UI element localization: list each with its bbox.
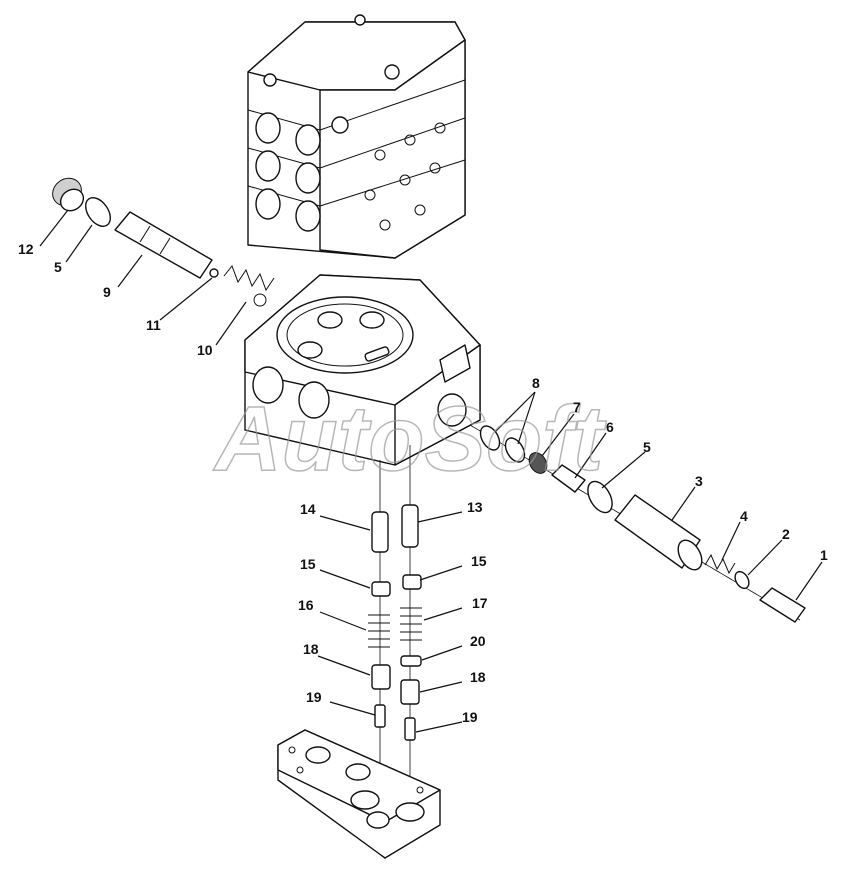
right-relief-assembly	[469, 424, 806, 623]
callout-3: 3	[695, 473, 703, 489]
callout-19-left: 19	[306, 689, 322, 705]
callout-10: 10	[197, 342, 213, 358]
callout-7: 7	[573, 399, 581, 415]
part-13-poppet	[401, 504, 419, 548]
callout-15-right: 15	[471, 553, 487, 569]
callout-16: 16	[298, 597, 314, 613]
part-18-sleeve-right	[400, 679, 420, 705]
callout-5-right: 5	[643, 439, 651, 455]
part-7-backup-ring	[528, 452, 548, 474]
part-11-ring	[209, 268, 219, 278]
part-18-sleeve-left	[371, 664, 391, 690]
callout-18-left: 18	[303, 641, 319, 657]
part-8-o-ring-a	[479, 425, 501, 451]
valve-stack-upper	[247, 14, 466, 259]
callout-20: 20	[470, 633, 486, 649]
callout-8: 8	[532, 375, 540, 391]
base-plate	[277, 729, 441, 859]
part-10-spring	[223, 265, 275, 292]
part-20-washer	[400, 655, 422, 667]
callout-12: 12	[18, 241, 34, 257]
part-15-seat-left	[371, 581, 391, 597]
part-5-o-ring-left	[84, 196, 112, 228]
callout-4: 4	[740, 508, 748, 524]
part-1-plug-right	[759, 587, 806, 623]
callout-2: 2	[782, 526, 790, 542]
callout-18-right: 18	[470, 669, 486, 685]
part-19-pin-left	[374, 704, 386, 728]
part-16-spring	[368, 614, 390, 648]
callout-9: 9	[103, 284, 111, 300]
valve-body-main	[244, 274, 481, 466]
watermark-text: AutoSoft	[213, 388, 607, 490]
part-17-spring	[400, 607, 422, 641]
callout-1: 1	[820, 547, 828, 563]
callout-11: 11	[146, 317, 161, 333]
callout-labels: 12 5 9 11 10 8 7 6 5 3 4 2 1 14 13 15 15…	[18, 241, 828, 725]
part-9-spool	[114, 211, 213, 279]
part-6-poppet	[551, 464, 586, 493]
part-8-o-ring-b	[504, 437, 526, 463]
callout-14: 14	[300, 501, 316, 517]
callout-17: 17	[472, 595, 488, 611]
callout-5-left: 5	[54, 259, 62, 275]
callout-19-right: 19	[462, 709, 478, 725]
part-4-spring	[704, 553, 736, 575]
leader-lines	[39, 209, 823, 733]
part-2-o-ring-small	[734, 570, 750, 590]
callout-15-left: 15	[300, 556, 316, 572]
left-spool-assembly	[52, 177, 275, 292]
part-14-poppet	[371, 511, 389, 553]
part-15-seat-right	[402, 574, 422, 590]
part-5-o-ring-right	[587, 480, 613, 514]
callout-13: 13	[467, 499, 483, 515]
callout-6: 6	[606, 419, 614, 435]
part-19-pin-right	[404, 717, 416, 741]
